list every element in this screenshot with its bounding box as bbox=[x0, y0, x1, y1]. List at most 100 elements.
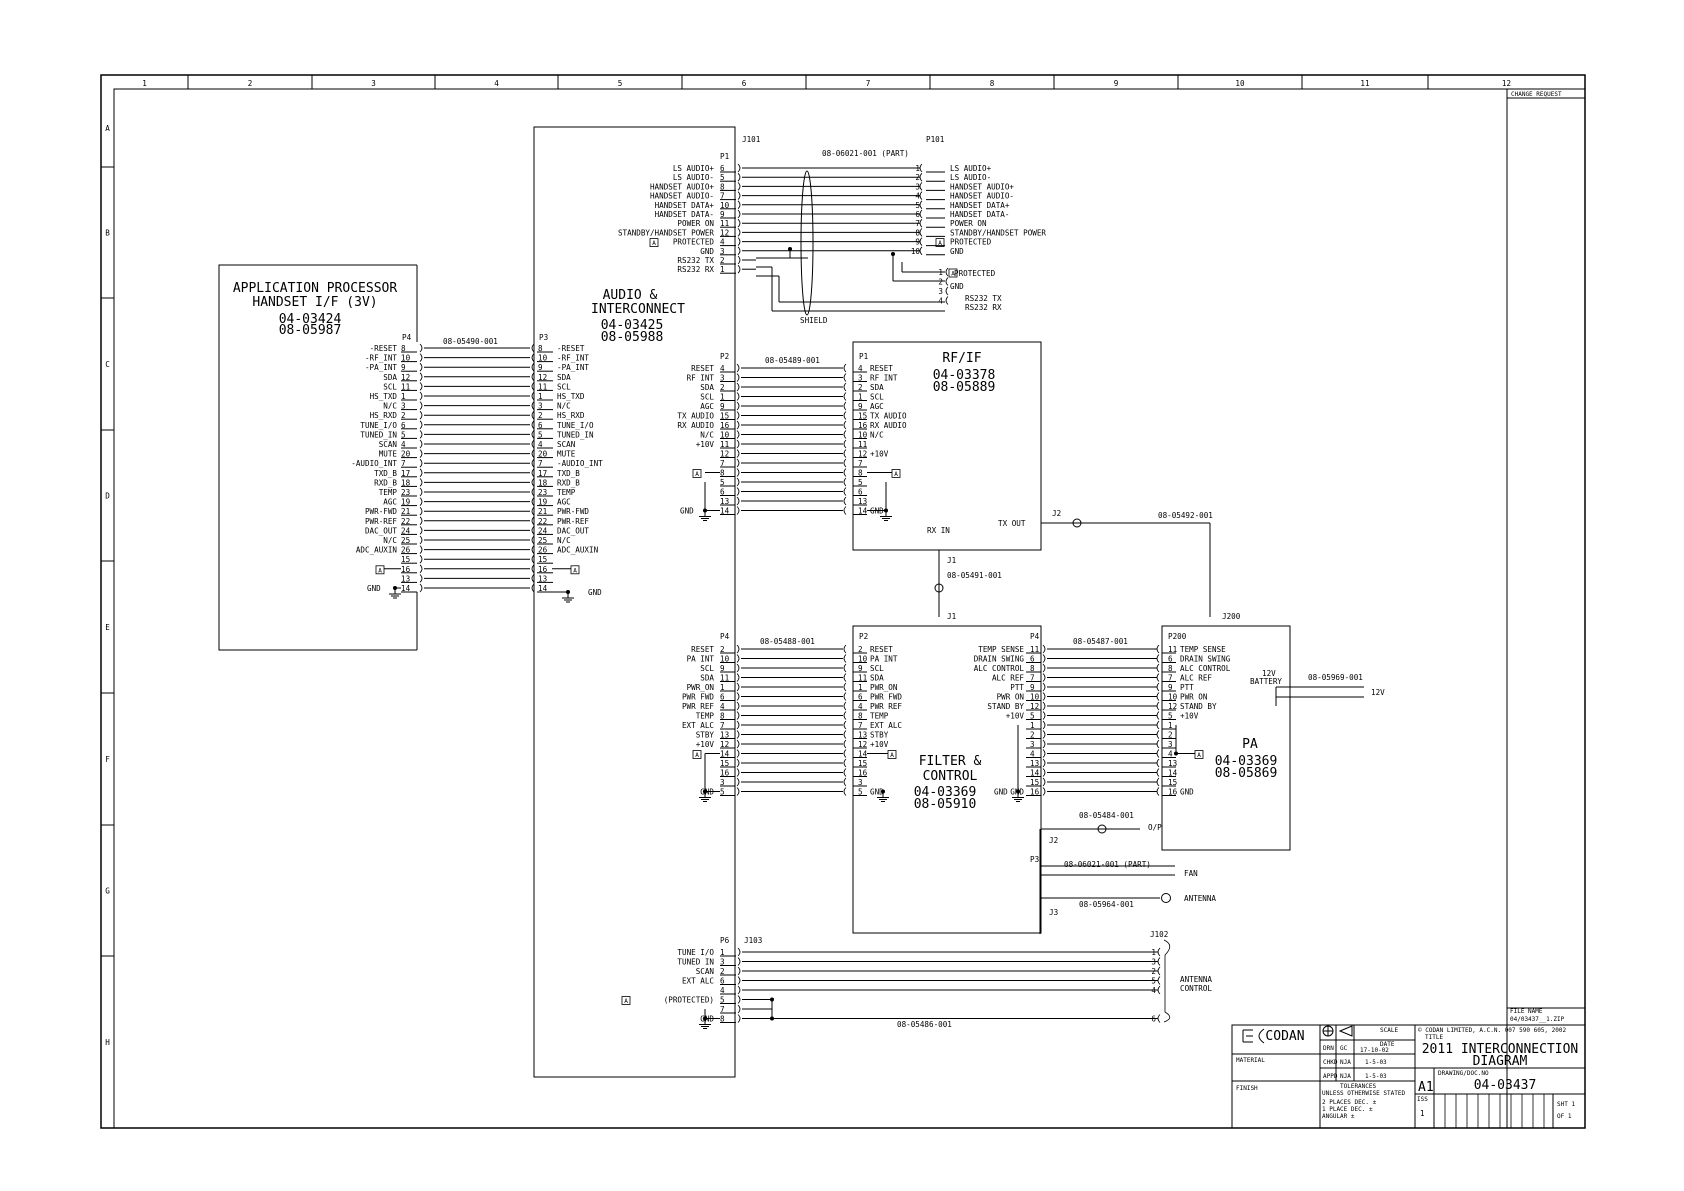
pin-label: ALC CONTROL bbox=[1180, 664, 1231, 673]
protected-marker-label: A bbox=[890, 752, 894, 759]
contact-symbol bbox=[843, 758, 847, 768]
contact-symbol bbox=[531, 382, 535, 391]
row-label: B bbox=[105, 229, 110, 238]
pin-label: 20 bbox=[401, 450, 411, 459]
pin-label: 10 bbox=[1030, 693, 1040, 702]
contact-symbol bbox=[736, 477, 740, 487]
pin-label: 5 bbox=[1030, 712, 1035, 721]
pin-label: POWER ON bbox=[677, 219, 714, 228]
contact-symbol bbox=[843, 644, 847, 654]
pin-label: 7 bbox=[720, 1005, 725, 1014]
contact-symbol bbox=[1042, 654, 1046, 663]
contact-symbol bbox=[843, 711, 847, 720]
contact-symbol bbox=[1156, 692, 1160, 701]
app-block-subtitle: HANDSET I/F (3V) bbox=[252, 295, 377, 310]
contact-symbol bbox=[419, 545, 423, 554]
pin-label: PWR-FWD bbox=[365, 507, 397, 516]
pin-label: 24 bbox=[401, 526, 411, 535]
contact-symbol bbox=[531, 497, 535, 506]
pin-label: 13 bbox=[858, 731, 867, 740]
p1-rf-label: P1 bbox=[859, 352, 869, 361]
app-block-title: APPLICATION PROCESSOR bbox=[233, 281, 398, 296]
pin-label: ADC_AUXIN bbox=[557, 546, 599, 555]
contact-symbol bbox=[419, 478, 423, 487]
change-request-label: CHANGE REQUEST bbox=[1511, 91, 1562, 98]
pin-label: TUNED IN bbox=[677, 958, 714, 967]
pin-label: 3 bbox=[1168, 740, 1173, 749]
pin-label: HANDSET AUDIO+ bbox=[950, 182, 1014, 191]
protected-marker-label: A bbox=[573, 567, 577, 574]
pin-label: 9 bbox=[720, 664, 725, 673]
contact-symbol bbox=[737, 957, 741, 966]
pin-label: DRAIN SWING bbox=[974, 655, 1025, 664]
contact-symbol bbox=[737, 264, 741, 274]
pin-label: 1 bbox=[1151, 948, 1156, 957]
pin-label: 2 bbox=[720, 256, 725, 265]
pin-label: 10 bbox=[720, 655, 730, 664]
contact-symbol bbox=[843, 439, 847, 449]
contact-symbol bbox=[419, 439, 423, 449]
contact-symbol bbox=[843, 392, 847, 401]
contact-symbol bbox=[843, 373, 847, 382]
contact-symbol bbox=[531, 554, 535, 564]
contact-symbol bbox=[736, 749, 740, 758]
contact-symbol bbox=[737, 218, 741, 228]
pin-label: SDA bbox=[870, 674, 884, 683]
cable-490-label: 08-05490-001 bbox=[443, 337, 498, 346]
pin-label: LS AUDIO+ bbox=[950, 164, 992, 173]
drawing-title-1: 2011 INTERCONNECTION bbox=[1422, 1042, 1579, 1057]
contact-symbol bbox=[531, 343, 535, 353]
pin-label: 2 bbox=[720, 967, 725, 976]
pin-label: STAND BY bbox=[987, 702, 1024, 711]
contact-symbol bbox=[737, 237, 741, 246]
pin-label: 1 bbox=[401, 392, 406, 401]
pin-label: TEMP bbox=[379, 488, 398, 497]
pin-label: 7 bbox=[858, 721, 863, 730]
p101-rs232rx-label: RS232 RX bbox=[965, 303, 1002, 312]
p4-audio-label: P4 bbox=[720, 632, 730, 641]
pin-label: 1 bbox=[538, 392, 543, 401]
pin-label: -PA_INT bbox=[365, 363, 397, 372]
pin-label: 1 bbox=[858, 393, 863, 402]
pin-label: SCL bbox=[700, 393, 714, 402]
contact-symbol bbox=[1157, 957, 1161, 966]
contact-symbol bbox=[737, 163, 741, 173]
antenna-label: ANTENNA bbox=[1184, 894, 1216, 903]
j1-top-label: J1 bbox=[947, 556, 957, 565]
pin-label: TX AUDIO bbox=[677, 412, 714, 421]
drawing-title-2: DIAGRAM bbox=[1473, 1054, 1528, 1069]
column-label: 12 bbox=[1502, 79, 1511, 88]
row-label: F bbox=[105, 755, 110, 764]
column-label: 7 bbox=[866, 79, 871, 88]
date-drn: 17-10-02 bbox=[1360, 1047, 1389, 1054]
tolerances-label: TOLERANCES bbox=[1340, 1083, 1377, 1090]
contact-symbol bbox=[736, 711, 740, 720]
pin-label: PTT bbox=[1180, 683, 1194, 692]
contact-symbol bbox=[737, 182, 741, 191]
contact-symbol bbox=[1156, 758, 1160, 768]
pin-label: 11 bbox=[1030, 645, 1040, 654]
pin-label: 13 bbox=[858, 497, 867, 506]
pin-label: 12 bbox=[720, 450, 729, 459]
audio-block-subtitle: INTERCONNECT bbox=[591, 302, 685, 317]
contact-symbol bbox=[1156, 787, 1160, 796]
pin-label: 11 bbox=[538, 382, 548, 391]
contact-symbol bbox=[736, 401, 740, 411]
pin-label: SDA bbox=[383, 373, 397, 382]
protected-marker-label: A bbox=[624, 998, 628, 1005]
cable-489-label: 08-05489-001 bbox=[765, 356, 820, 365]
protected-marker bbox=[570, 565, 580, 575]
contact-symbol bbox=[1042, 644, 1046, 654]
tx-out-label: TX OUT bbox=[998, 519, 1026, 528]
pin-label: -RF_INT bbox=[557, 354, 589, 363]
pin-label: RESET bbox=[691, 364, 714, 373]
pin-label: N/C bbox=[870, 431, 884, 440]
contact-symbol bbox=[843, 739, 847, 749]
scale-label: SCALE bbox=[1380, 1027, 1398, 1034]
title-label: TITLE bbox=[1425, 1034, 1443, 1041]
pin-label: 11 bbox=[1168, 645, 1178, 654]
contact-symbol bbox=[919, 163, 923, 173]
pin-label: 7 bbox=[401, 459, 406, 468]
pin-label: 3 bbox=[401, 402, 406, 411]
contact-symbol bbox=[736, 644, 740, 654]
